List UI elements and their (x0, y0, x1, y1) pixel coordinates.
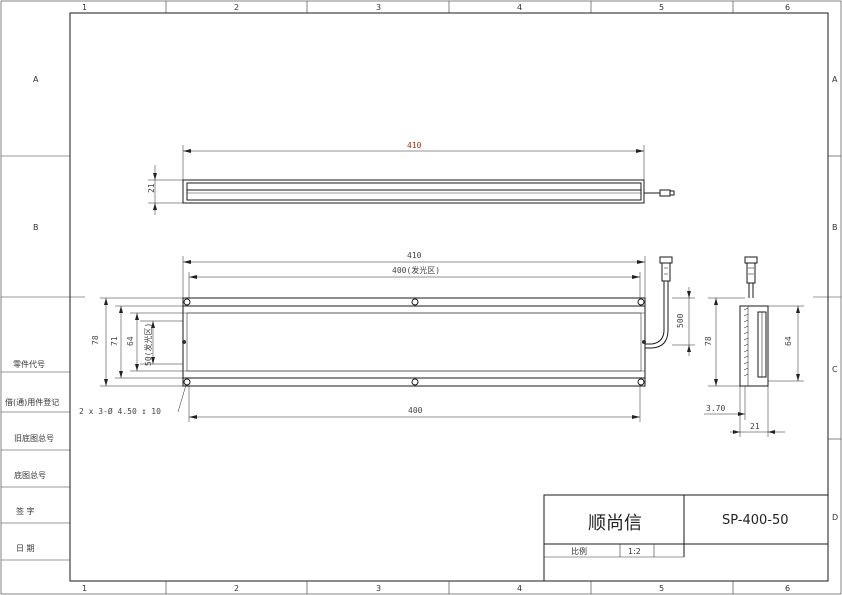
holes-note: 2 x 3-Ø 4.50 ↧ 10 (79, 406, 161, 416)
col-label-1-bottom: 1 (82, 584, 87, 593)
cable-connector (645, 256, 673, 349)
col-label-5-top: 5 (659, 3, 664, 12)
dim-front-length (182, 256, 646, 298)
col-label-2-top: 2 (234, 3, 239, 12)
drawing-frame (69, 12, 829, 582)
title-block (543, 494, 829, 582)
side-table-part-code: 零件代号 (13, 359, 45, 369)
dim-cable-length-label: 500 (676, 313, 685, 328)
dim-top-length (182, 145, 645, 180)
dim-71-label: 71 (110, 336, 119, 346)
col-label-6-top: 6 (785, 3, 790, 12)
row-label-b-left: B (33, 223, 39, 232)
side-view (739, 256, 769, 387)
col-label-5-bottom: 5 (659, 584, 664, 593)
dim-side-offset (704, 386, 785, 437)
dim-emitting-width-label: 50(发光区) (143, 323, 153, 366)
col-label-1-top: 1 (82, 3, 87, 12)
col-label-3-bottom: 3 (376, 584, 381, 593)
side-table-date: 日 期 (16, 544, 35, 553)
row-label-a-left: A (33, 75, 39, 84)
side-table-borrowed-register: 借(通)用件登记 (5, 397, 59, 407)
dim-side-height-label: 78 (704, 336, 713, 346)
dim-top-height-label: 21 (147, 183, 156, 193)
row-label-b-right: B (832, 223, 838, 232)
row-label-d-right: D (832, 513, 838, 522)
side-view-hatching (743, 307, 749, 377)
scale-value: 1:2 (628, 547, 641, 556)
dim-left-heights (100, 297, 183, 387)
dim-64-label: 64 (126, 336, 135, 346)
side-table-signature: 签 字 (16, 506, 35, 516)
scale-label: 比例 (571, 546, 587, 556)
dim-emitting-length-label: 400(发光区) (392, 265, 440, 275)
holes-leader (177, 384, 187, 413)
dim-top-height (148, 165, 183, 215)
company-name: 顺尚信 (588, 513, 642, 534)
row-label-a-right: A (832, 75, 838, 84)
dim-bottom-length-label: 400 (408, 406, 423, 415)
dim-cable-length (672, 287, 695, 356)
dim-side-offset-label: 3.70 (706, 404, 725, 413)
dim-outer-height-label: 78 (91, 335, 100, 345)
dim-top-length-label: 410 (407, 141, 422, 150)
dim-front-length-label: 410 (407, 251, 422, 260)
dim-side-64-label: 64 (784, 336, 793, 346)
side-table-drawing-no: 底图总号 (14, 470, 46, 480)
col-label-2-bottom: 2 (234, 584, 239, 593)
col-label-4-top: 4 (517, 3, 522, 12)
dim-emitting-length (188, 272, 641, 298)
side-table (1, 371, 70, 561)
top-view (182, 179, 675, 204)
dim-bottom-length (188, 386, 641, 422)
mounting-holes (182, 298, 646, 386)
dim-side-width-label: 21 (750, 422, 760, 431)
row-label-c-right: C (832, 365, 838, 374)
front-view (182, 297, 646, 387)
side-table-old-drawing-no: 旧底图总号 (14, 433, 54, 443)
dim-side-heights (708, 297, 804, 387)
col-label-6-bottom: 6 (785, 584, 790, 593)
col-label-4-bottom: 4 (517, 584, 522, 593)
col-label-3-top: 3 (376, 3, 381, 12)
model-number: SP-400-50 (722, 513, 789, 528)
